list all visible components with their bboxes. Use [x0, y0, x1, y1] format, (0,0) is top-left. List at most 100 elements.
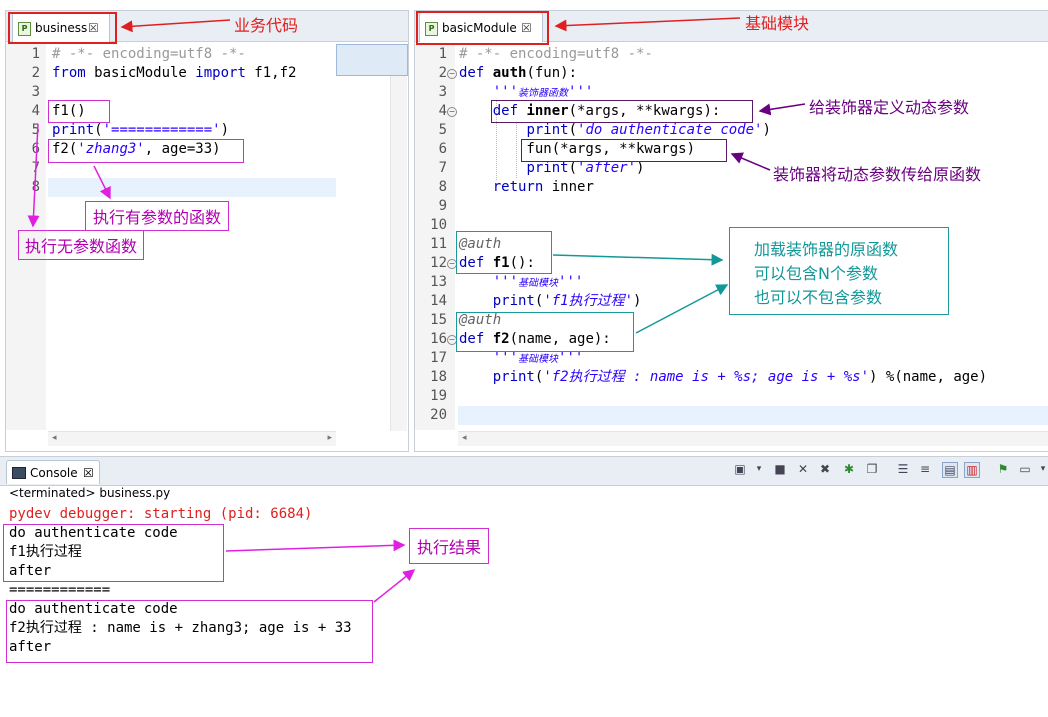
annotation-exec-no-params: 执行无参数函数 [18, 230, 145, 260]
code-line: print('do authenticate code') [459, 121, 987, 140]
scroll-lock-icon[interactable]: ☰ [897, 462, 909, 476]
line-number: 4 [438, 103, 447, 119]
scroll-left-arrow-icon[interactable]: ◂ [52, 433, 57, 443]
line-number: 3 [438, 84, 447, 100]
code-token: def [492, 103, 519, 119]
code-line: @auth [459, 235, 987, 254]
code-token: ''' [558, 350, 584, 366]
code-line: @auth [459, 311, 987, 330]
annotation-pass-dynamic-params: 装饰器将动态参数传给原函数 [773, 165, 982, 184]
remove-launch-icon[interactable]: ✕ [797, 462, 809, 476]
arrow-exec-result-2 [373, 569, 416, 603]
line-number: 1 [438, 46, 447, 62]
open-console-icon[interactable]: ▣ [734, 462, 746, 476]
scroll-left-arrow-icon[interactable]: ◂ [462, 433, 467, 443]
basicmodule-tab-highlight [416, 11, 549, 45]
right-horizontal-scrollbar[interactable]: ◂ [458, 431, 1048, 446]
line-number: 12 [430, 255, 447, 271]
close-icon[interactable]: ☒ [83, 466, 94, 480]
code-token: print [492, 293, 535, 309]
code-line: f2('zhang3', age=33) [52, 140, 296, 159]
show-console-on-output-icon[interactable]: ▤ [942, 462, 958, 478]
console-output[interactable]: do authenticate code f1执行过程 after =========… [9, 524, 352, 657]
dropdown-arrow-icon[interactable]: ▾ [1040, 464, 1046, 474]
show-console-on-error-icon[interactable]: ▥ [964, 462, 980, 478]
inner-def-box [491, 100, 753, 123]
code-token: # -*- encoding=utf8 -*- [459, 46, 653, 62]
arrow-f1-decorator [552, 253, 724, 266]
word-wrap-icon[interactable]: ≡ [919, 462, 931, 476]
f2-decorator-box [456, 312, 634, 352]
line-number: 3 [31, 84, 40, 100]
left-current-line-highlight [48, 178, 336, 197]
left-overview-ruler[interactable] [336, 44, 408, 76]
code-token: return [492, 179, 544, 195]
code-line: print('============') [52, 121, 296, 140]
close-icon[interactable]: ☒ [88, 21, 99, 35]
code-token: 'after' [577, 160, 637, 176]
code-line: # -*- encoding=utf8 -*- [459, 45, 987, 64]
indent-guide [496, 100, 497, 180]
tab-console[interactable]: Console ☒ [6, 460, 100, 484]
console-line: after [9, 563, 52, 579]
console-line: do authenticate code [9, 601, 178, 617]
left-vertical-scrollbar[interactable] [390, 76, 407, 431]
code-token: def [459, 65, 485, 81]
dropdown-arrow-icon[interactable]: ▾ [756, 464, 762, 474]
tab-label: business [35, 21, 88, 35]
code-line: print('f1执行过程') [459, 292, 987, 311]
code-token: ) [636, 160, 645, 176]
tab-label: basicModule [442, 21, 517, 35]
console-line: ============ [9, 582, 111, 598]
scroll-right-arrow-icon[interactable]: ▸ [327, 433, 332, 443]
pydev-debug-icon[interactable]: ✱ [843, 462, 855, 476]
right-code-area[interactable]: # -*- encoding=utf8 -*- def auth(fun): ''… [459, 45, 987, 425]
fun-call-box [521, 139, 727, 162]
display-selected-console-icon[interactable]: ▭ [1019, 462, 1031, 476]
code-line: def f2(name, age): [459, 330, 987, 349]
pin-console-icon[interactable]: ⚑ [997, 462, 1009, 476]
line-number: 14 [430, 293, 447, 309]
code-token: ''' [459, 84, 519, 100]
left-horizontal-scrollbar[interactable]: ◂ ▸ [48, 431, 336, 446]
f1-call-box [48, 100, 110, 123]
console-line: f1执行过程 [9, 544, 82, 560]
close-icon[interactable]: ☒ [521, 21, 532, 35]
line-number: 7 [438, 160, 447, 176]
code-token: 'zhang3' [77, 141, 145, 157]
line-number: 20 [430, 407, 447, 423]
remove-all-terminated-icon[interactable]: ✖ [819, 462, 831, 476]
code-token: ( [568, 122, 578, 138]
python-file-icon: P [18, 22, 31, 36]
code-token: ) [762, 122, 771, 138]
code-line: print('after') [459, 159, 987, 178]
code-token: print [492, 369, 535, 385]
line-number: 16 [430, 331, 447, 347]
fold-collapse-icon[interactable]: − [447, 107, 457, 117]
code-token: ) %(name, age) [869, 369, 988, 385]
annotation-define-dynamic-params: 给装饰器定义动态参数 [809, 98, 970, 117]
annotation-original-func-line1: 加载装饰器的原函数 [754, 240, 899, 259]
tab-business[interactable]: P business ☒ [12, 12, 110, 42]
code-token: f2 [492, 331, 510, 347]
code-line: f1() [52, 102, 296, 121]
code-token: ( [568, 160, 578, 176]
terminate-icon[interactable]: ■ [774, 462, 786, 476]
code-line: return inner [459, 178, 987, 197]
annotation-original-func-line3: 也可以不包含参数 [754, 288, 883, 307]
copy-icon[interactable]: ❐ [866, 462, 878, 476]
line-number: 8 [31, 179, 40, 195]
code-token: # -*- encoding=utf8 -*- [52, 46, 246, 62]
code-token: ) [220, 122, 230, 138]
code-token: fun(*args, **kwargs) [459, 141, 696, 157]
right-current-line-highlight [458, 406, 1048, 425]
fold-collapse-icon[interactable]: − [447, 69, 457, 79]
arrow-business-code [120, 19, 231, 33]
arrow-define-dynamic-params [758, 103, 806, 116]
console-icon [12, 467, 26, 479]
left-code-area[interactable]: # -*- encoding=utf8 -*-from basicModule … [52, 45, 296, 197]
code-token: f1,f2 [245, 65, 297, 81]
code-line: def auth(fun): [459, 64, 987, 83]
line-number: 10 [430, 217, 447, 233]
tab-basicmodule[interactable]: P basicModule ☒ [419, 12, 543, 42]
